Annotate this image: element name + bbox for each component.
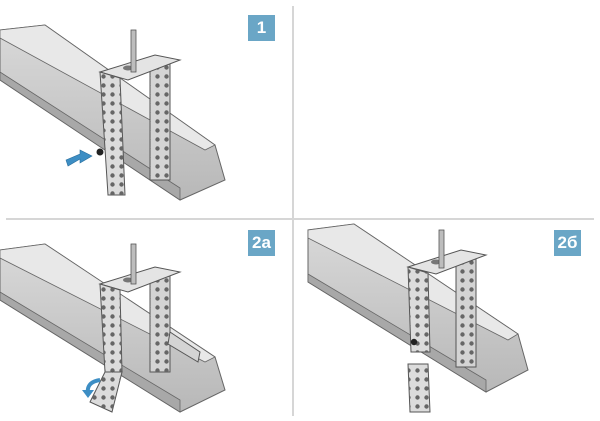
- bracket-hole: [123, 65, 133, 71]
- panel-step-2a: 2a: [0, 222, 290, 421]
- hanger-back-holes: [456, 257, 476, 367]
- bracket-hole: [431, 259, 441, 265]
- push-arrow-icon: [65, 149, 93, 167]
- bend-arrow-head-icon: [82, 390, 94, 398]
- hanger-front-holes: [408, 267, 430, 352]
- threaded-rod: [438, 229, 445, 269]
- screw: [410, 338, 418, 346]
- illustration-step-1: [0, 24, 226, 201]
- vertical-divider: [292, 6, 294, 416]
- screw: [96, 148, 104, 156]
- step-badge-1: 1: [248, 15, 275, 41]
- bending-leg-holes: [90, 372, 122, 412]
- profile-bottom-edge: [307, 273, 487, 393]
- illustration-step-2a: [0, 243, 226, 413]
- hanger-back-holes: [150, 60, 170, 180]
- horizontal-divider: [6, 218, 594, 220]
- hanger-back-holes: [150, 272, 170, 372]
- bent-back-tab: [167, 331, 201, 363]
- cut-off-piece-holes: [408, 364, 430, 412]
- panel-step-1: 1: [0, 0, 290, 216]
- step-badge-2a: 2a: [248, 230, 275, 256]
- illustration-step-2b: [307, 223, 529, 413]
- panel-step-2b: 2б: [296, 222, 594, 421]
- step-badge-2b: 2б: [554, 230, 581, 256]
- threaded-rod: [130, 243, 137, 285]
- hanger-front-holes: [100, 284, 122, 372]
- bracket-hole: [123, 277, 133, 283]
- threaded-rod: [130, 29, 137, 73]
- hanger-front-holes: [100, 72, 125, 195]
